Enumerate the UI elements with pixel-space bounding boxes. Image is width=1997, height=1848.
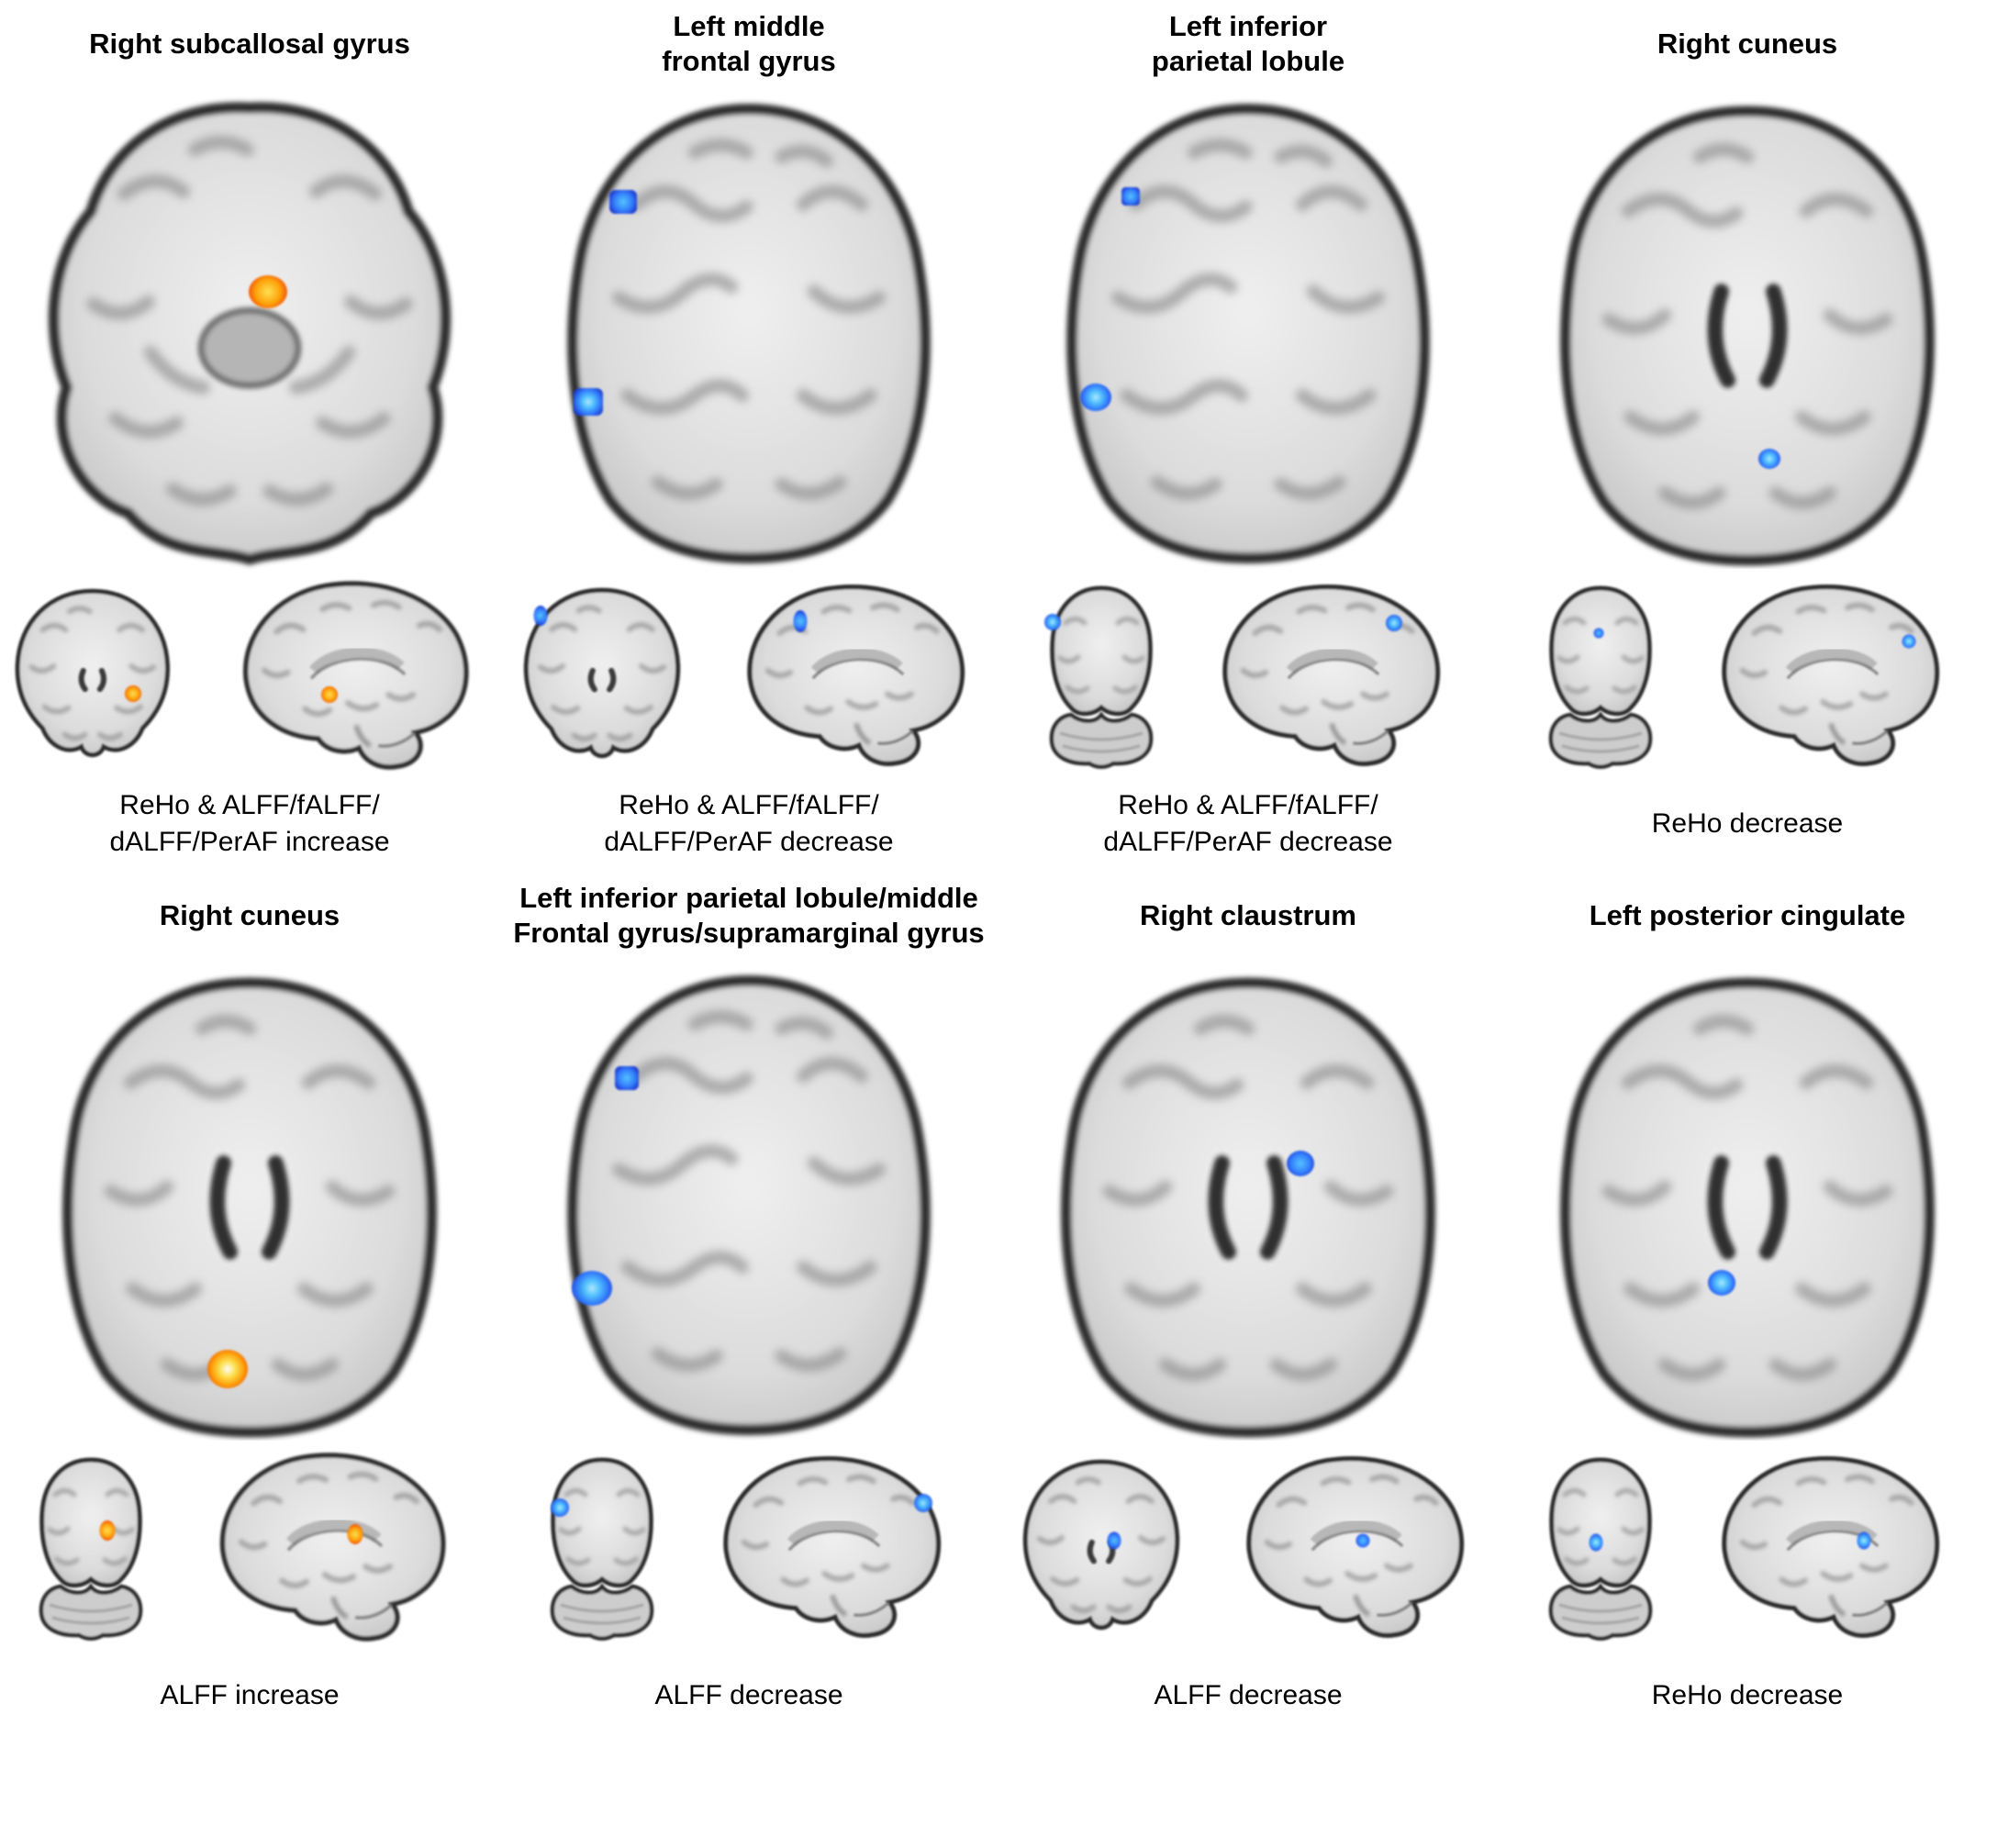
measure-caption: ReHo decrease <box>1652 1648 1843 1743</box>
sagittal-brain-slice-image <box>703 1448 965 1644</box>
coronal-brain-slice-image <box>508 577 696 772</box>
figure-grid-row-2: Right cuneus ALFF increase Left inferior… <box>0 872 1997 1743</box>
panel-title-line: Left posterior cingulate <box>1589 899 1906 932</box>
panel-title: Right claustrum <box>1140 872 1356 960</box>
sagittal-brain-slice-image <box>217 573 499 776</box>
panel-left-inferior-parietal-lobule: Left inferior parietal lobule ReHo & ALF… <box>998 0 1498 872</box>
small-slices-row <box>998 573 1498 776</box>
axial-brain-slice-image <box>531 92 966 569</box>
panel-title: Left inferior parietal lobule <box>1152 0 1344 88</box>
coronal-brain-slice-image <box>1531 1449 1670 1643</box>
axial-brain-slice-image <box>15 88 485 573</box>
panel-right-claustrum: Right claustrum ALFF decrease <box>998 872 1498 1743</box>
caption-line: dALFF/PerAF decrease <box>1103 827 1393 857</box>
small-slices-row <box>0 573 499 776</box>
measure-caption: ALFF increase <box>160 1648 339 1743</box>
measure-caption: ReHo decrease <box>1652 776 1843 872</box>
caption-line: dALFF/PerAF decrease <box>604 827 894 857</box>
measure-caption: ReHo & ALFF/fALFF/ dALFF/PerAF increase <box>109 776 389 872</box>
panel-title-line: Left inferior parietal lobule/middle <box>519 882 978 915</box>
measure-caption: ReHo & ALFF/fALFF/ dALFF/PerAF decrease <box>604 776 893 872</box>
panel-title: Left inferior parietal lobule/middle Fro… <box>513 872 984 960</box>
panel-left-posterior-cingulate: Left posterior cingulate ReHo decrease <box>1498 872 1997 1743</box>
caption-line: ALFF decrease <box>1154 1679 1343 1710</box>
panel-title: Left middle frontal gyrus <box>662 0 835 88</box>
axial-slice-container <box>1031 88 1466 573</box>
panel-title-line: Right cuneus <box>1657 28 1838 61</box>
sagittal-brain-slice-image <box>192 1444 478 1648</box>
axial-brain-slice-image <box>1031 963 1466 1441</box>
panel-title-line: parietal lobule <box>1151 45 1345 77</box>
axial-slice-container <box>15 88 485 573</box>
panel-title: Right subcallosal gyrus <box>89 0 410 88</box>
axial-brain-slice-image <box>531 963 966 1441</box>
sagittal-brain-slice-image <box>1701 1448 1964 1644</box>
panel-title-line: Frontal gyrus/supramarginal gyrus <box>513 917 985 949</box>
panel-title: Left posterior cingulate <box>1590 872 1905 960</box>
panel-left-middle-frontal-gyrus: Left middle frontal gyrus ReHo & ALFF/fA… <box>499 0 998 872</box>
measure-caption: ReHo & ALFF/fALFF/ dALFF/PerAF decrease <box>1103 776 1392 872</box>
sagittal-brain-slice-image <box>1701 576 1964 773</box>
small-slices-row <box>998 1444 1498 1648</box>
panel-title-line: Left inferior <box>1168 10 1328 43</box>
panel-title-line: Right cuneus <box>159 899 340 932</box>
axial-brain-slice-image <box>1031 92 1466 569</box>
axial-slice-container <box>1530 960 1965 1444</box>
panel-title-line: frontal gyrus <box>662 45 836 77</box>
panel-title: Right cuneus <box>160 872 340 960</box>
small-slices-row <box>1498 1444 1997 1648</box>
axial-slice-container <box>1031 960 1466 1444</box>
caption-line: ALFF increase <box>160 1679 340 1710</box>
caption-line: dALFF/PerAF increase <box>109 827 390 857</box>
axial-slice-container <box>32 960 467 1444</box>
caption-line: ReHo decrease <box>1651 807 1844 839</box>
coronal-brain-slice-image <box>1008 1449 1195 1643</box>
panel-title-line: Right subcallosal gyrus <box>89 28 410 61</box>
axial-brain-slice-image <box>1530 963 1965 1441</box>
coronal-brain-slice-image <box>532 1449 672 1643</box>
coronal-brain-slice-image <box>21 1449 161 1643</box>
axial-slice-container <box>531 960 966 1444</box>
coronal-brain-slice-image <box>1531 577 1670 772</box>
coronal-brain-slice-image <box>0 577 185 772</box>
measure-caption: ALFF decrease <box>654 1648 842 1743</box>
panel-right-cuneus-bottom: Right cuneus ALFF increase <box>0 872 499 1743</box>
sagittal-brain-slice-image <box>727 576 989 773</box>
small-slices-row <box>499 1444 998 1648</box>
axial-brain-slice-image <box>1530 92 1965 569</box>
small-slices-row <box>0 1444 499 1648</box>
small-slices-row <box>1498 573 1997 776</box>
panel-title: Right cuneus <box>1657 0 1837 88</box>
caption-line: ReHo & ALFF/fALFF/ <box>619 789 879 820</box>
panel-right-cuneus-top: Right cuneus ReHo decrease <box>1498 0 1997 872</box>
sagittal-brain-slice-image <box>1226 1448 1489 1644</box>
panel-title-line: Left middle <box>673 10 825 43</box>
caption-line: ReHo & ALFF/fALFF/ <box>1118 789 1378 820</box>
axial-slice-container <box>1530 88 1965 573</box>
measure-caption: ALFF decrease <box>1154 1648 1342 1743</box>
panel-right-subcallosal-gyrus: Right subcallosal gyrus ReHo & ALFF/fALF… <box>0 0 499 872</box>
figure-grid-row-1: Right subcallosal gyrus ReHo & ALFF/fALF… <box>0 0 1997 872</box>
caption-line: ReHo decrease <box>1651 1679 1844 1710</box>
small-slices-row <box>499 573 998 776</box>
panel-left-ipl-mfg-smg: Left inferior parietal lobule/middle Fro… <box>499 872 998 1743</box>
axial-slice-container <box>531 88 966 573</box>
coronal-brain-slice-image <box>1032 577 1171 772</box>
axial-brain-slice-image <box>32 963 467 1441</box>
sagittal-brain-slice-image <box>1202 576 1465 773</box>
caption-line: ReHo & ALFF/fALFF/ <box>119 789 380 820</box>
caption-line: ALFF decrease <box>654 1679 843 1710</box>
panel-title-line: Right claustrum <box>1140 899 1356 932</box>
